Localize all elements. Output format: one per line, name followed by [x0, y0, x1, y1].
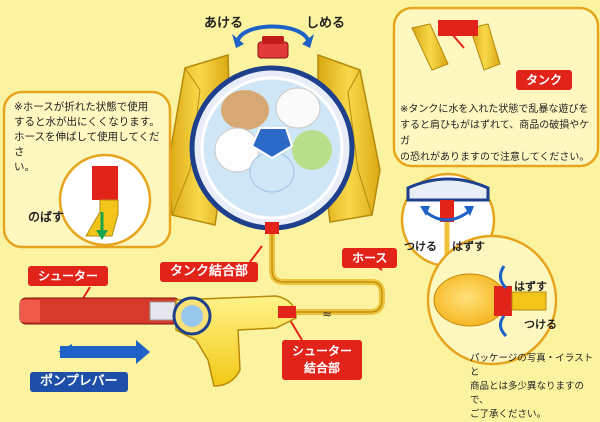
- footer-note-line: パッケージの写真・イラストと: [470, 353, 594, 378]
- pump-lever-callout: ポンプレバー: [30, 372, 128, 392]
- shooter-joint-callout-line: 結合部: [304, 361, 341, 375]
- left-note-text: ※ホースが折れた状態で使用 すると水が出にくくなります。 ホースを伸ばして使用し…: [14, 100, 164, 175]
- pump-lever-arrows-drawing: [58, 340, 150, 364]
- nozzle-detach-label: はずす: [514, 280, 547, 293]
- shooter-joint-callout-line: シューター: [292, 344, 353, 358]
- tank-strap-detail-drawing: [411, 20, 501, 71]
- right-note-line: ※タンクに水を入れた状態で乱暴な遊びを: [400, 104, 589, 115]
- left-note-line: ※ホースが折れた状態で使用: [14, 101, 149, 113]
- left-note-line: ホースを伸ばして使用してくださ: [14, 131, 160, 158]
- left-note-line: い。: [14, 161, 35, 173]
- tank-joint-callout: タンク結合部: [160, 262, 259, 282]
- tank-drawing: [189, 36, 355, 234]
- product-illustration: ≈: [2, 6, 600, 387]
- tank-detach-label: はずす: [452, 240, 485, 253]
- right-note-box: [392, 6, 600, 168]
- cap-rotate-arrow-drawing: [232, 24, 314, 48]
- stretch-label: のばす: [28, 210, 65, 224]
- close-label: しめる: [306, 16, 346, 31]
- footer-note-line: ご了承ください。: [470, 409, 547, 420]
- footer-note-line: 商品とは多少異なりますので、: [470, 381, 585, 406]
- right-note-line: すると肩ひもがはずれて、商品の破損やケガ: [400, 120, 590, 147]
- nozzle-attach-label: つける: [524, 318, 557, 331]
- hose-stretch-drawing: [85, 166, 119, 240]
- tank-label: タンク: [516, 70, 573, 90]
- shooter-joint-callout: シューター 結合部: [282, 340, 363, 380]
- shooter-callout: シューター: [28, 266, 109, 286]
- open-label: あける: [204, 16, 244, 31]
- shooter-drawing: [19, 295, 297, 387]
- nozzle-detail-drawing: [433, 265, 547, 338]
- right-note-text: ※タンクに水を入れた状態で乱暴な遊びを すると肩ひもがはずれて、商品の破損やケガ…: [400, 102, 596, 166]
- tank-joint-detail-drawing: [406, 177, 490, 262]
- left-note-line: すると水が出にくくなります。: [14, 116, 160, 128]
- svg-text:≈: ≈: [322, 307, 332, 321]
- hose-callout: ホース: [342, 248, 398, 268]
- tank-attach-label: つける: [404, 240, 437, 253]
- right-note-line: の恐れがありますので注意してください。: [400, 152, 590, 163]
